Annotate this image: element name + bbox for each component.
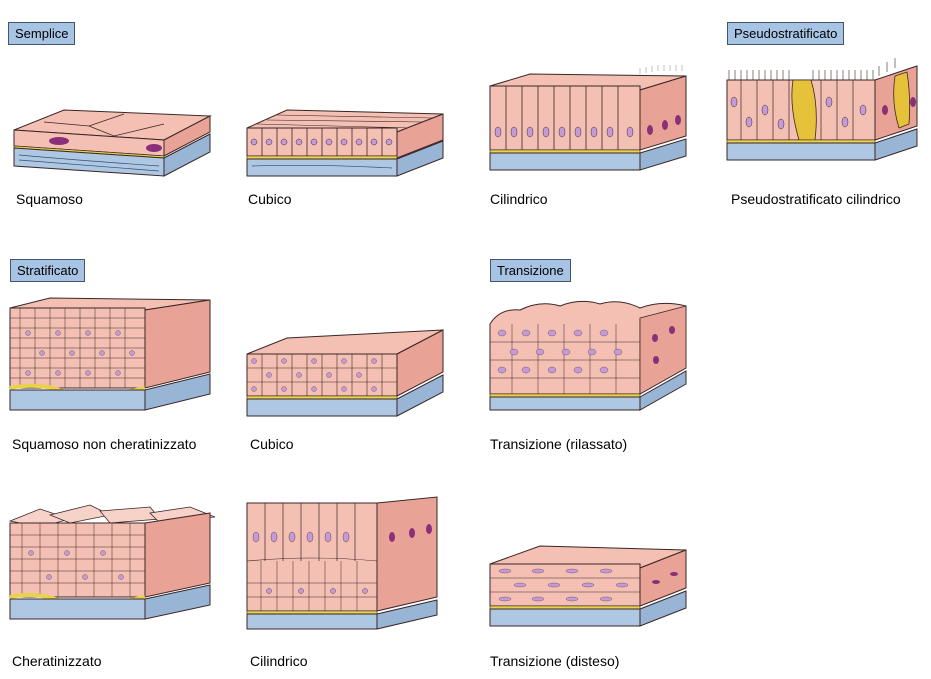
stratified-cuboidal-illustration — [246, 326, 447, 421]
simple-columnar-illustration — [489, 65, 690, 180]
caption-transizione-rilassato: Transizione (rilassato) — [490, 436, 628, 452]
pseudostratified-columnar-illustration — [726, 58, 923, 166]
tag-semplice: Semplice — [8, 22, 76, 45]
caption-cubico-semplice: Cubico — [248, 191, 292, 207]
caption-cilindrico-semplice: Cilindrico — [490, 191, 548, 207]
transitional-relaxed-illustration — [489, 298, 690, 418]
tag-transizione: Transizione — [490, 259, 571, 282]
stratified-squamous-nonkeratinized-illustration — [9, 296, 211, 431]
simple-squamous-illustration — [13, 109, 214, 182]
tag-pseudostratificato: Pseudostratificato — [727, 22, 845, 45]
caption-cilindrico-stratificato: Cilindrico — [250, 653, 308, 669]
caption-pseudostratificato-cilindrico: Pseudostratificato cilindrico — [731, 191, 901, 207]
tag-stratificato: Stratificato — [10, 259, 86, 282]
caption-cubico-stratificato: Cubico — [250, 436, 294, 452]
transitional-distended-illustration — [489, 545, 690, 641]
caption-squamoso-non-cheratinizzato: Squamoso non cheratinizzato — [12, 436, 197, 452]
simple-cuboidal-illustration — [246, 100, 447, 185]
caption-squamoso: Squamoso — [16, 191, 83, 207]
caption-cheratinizzato: Cheratinizzato — [12, 653, 102, 669]
stratified-columnar-illustration — [246, 496, 447, 632]
stratified-squamous-keratinized-illustration — [8, 504, 216, 635]
caption-transizione-disteso: Transizione (disteso) — [490, 653, 620, 669]
